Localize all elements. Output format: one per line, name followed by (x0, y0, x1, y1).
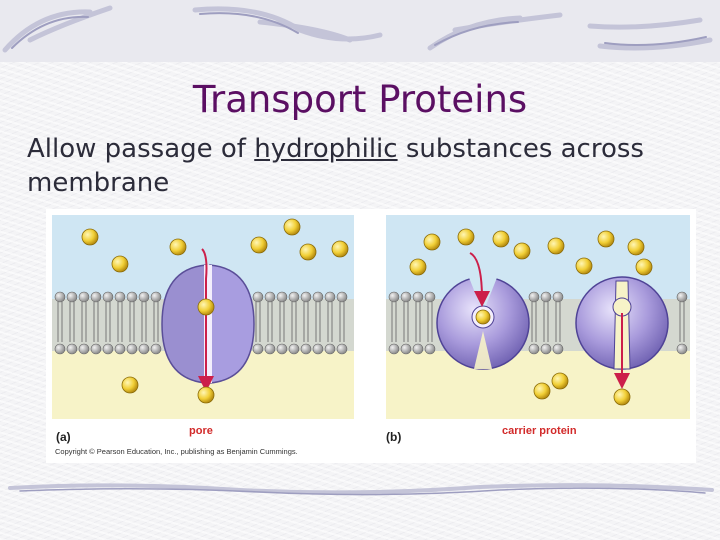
panel-b-carrier-protein (386, 215, 690, 419)
pore-protein (161, 264, 255, 384)
transport-protein-figure: (a) pore (b) carrier protein Copyright ©… (46, 209, 696, 463)
copyright-notice: Copyright © Pearson Education, Inc., pub… (55, 447, 298, 456)
lipid-bilayer-b (388, 291, 688, 355)
carrier-protein-label: carrier protein (502, 425, 577, 437)
subtitle-text-end: substances across membrane (27, 134, 644, 198)
subtitle-keyword: hydrophilic (254, 134, 398, 164)
pore-label: pore (189, 425, 213, 437)
carrier-arrow-in (469, 252, 490, 307)
solute-molecules-a (81, 218, 349, 404)
figure-illustration (52, 215, 690, 419)
subtitle-text-start: Allow passage of (27, 134, 255, 164)
panel-a-label: (a) (56, 430, 71, 444)
solute-molecules-b (409, 228, 653, 406)
slide-title: Transport Proteins (192, 78, 528, 121)
top-swirl-decoration (2, 5, 713, 53)
top-decorative-band (0, 0, 720, 62)
bottom-swirl-decoration (8, 483, 714, 496)
panel-a-pore (52, 215, 354, 419)
slide-subtitle: Allow passage of hydrophilic substances … (27, 132, 707, 200)
lipid-bilayer-a (54, 291, 348, 355)
pore-arrow (198, 248, 214, 392)
panel-b-label: (b) (386, 430, 402, 444)
